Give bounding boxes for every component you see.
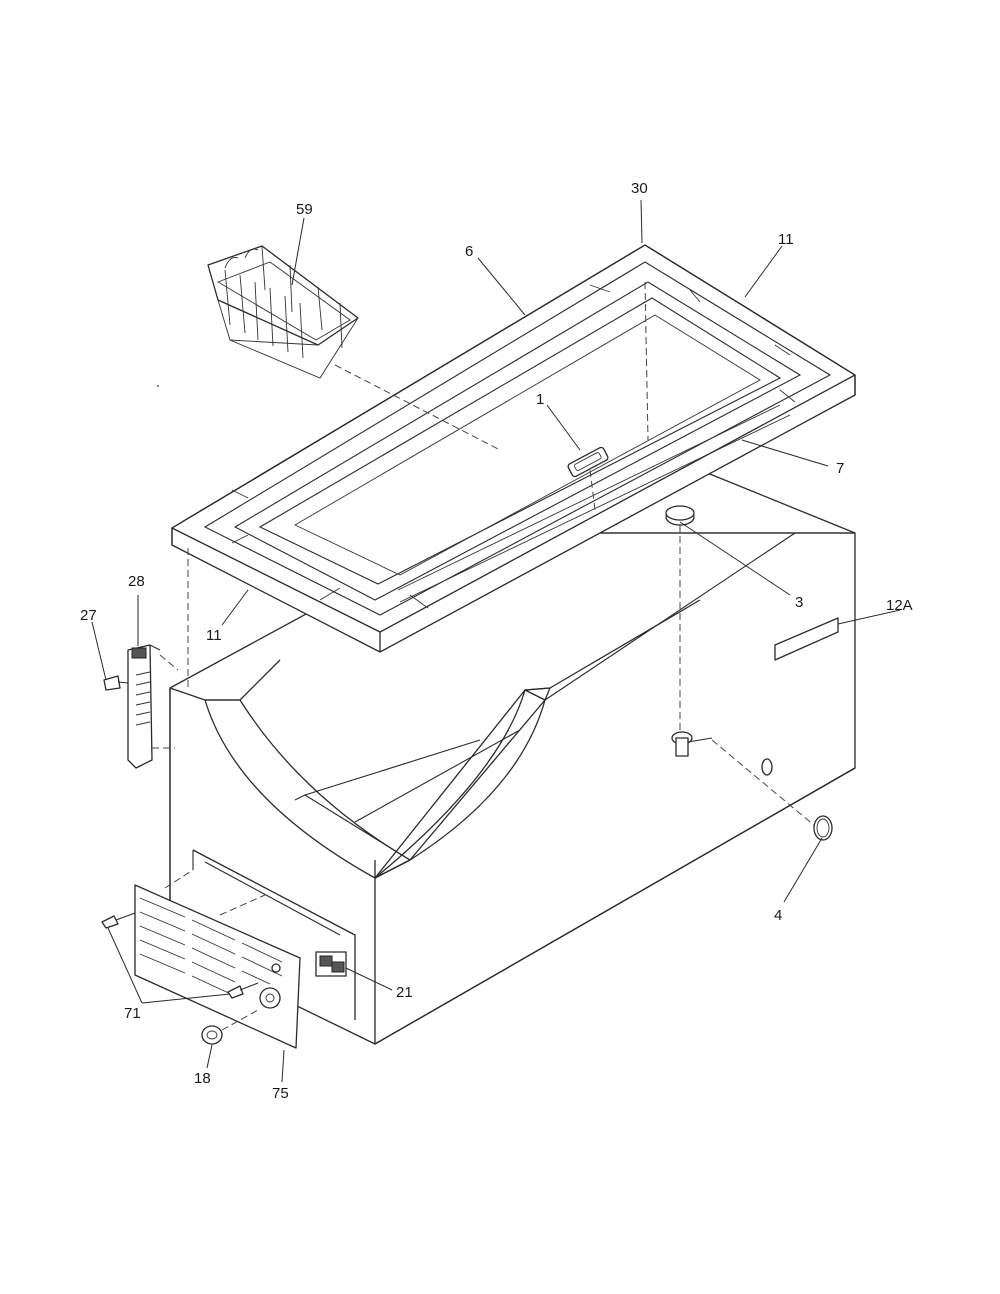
callout-27: 27 (80, 607, 97, 624)
drain-cap-part (711, 739, 833, 841)
callout-4: 4 (774, 907, 782, 924)
lid-handle-part (567, 446, 609, 511)
leader-lines (91, 199, 901, 1083)
serial-label-plate (774, 617, 839, 661)
hinge-screw-part (103, 675, 129, 691)
scan-dot (157, 385, 159, 387)
callout-3: 3 (795, 594, 803, 611)
freezer-cabinet (169, 469, 856, 1045)
kick-plate-recess (164, 849, 356, 1020)
callout-18: 18 (194, 1070, 211, 1087)
callout-6: 6 (465, 243, 473, 260)
callout-11-bottom: 11 (206, 627, 222, 644)
grille-screws-part (101, 912, 259, 999)
callout-59: 59 (296, 201, 313, 218)
switch-part (315, 951, 347, 977)
storage-basket-part (207, 245, 501, 451)
kick-plate-grille-part (134, 884, 301, 1049)
callout-7: 7 (836, 460, 844, 477)
freezer-lid (171, 244, 856, 653)
callout-28: 28 (128, 573, 145, 590)
callout-30: 30 (631, 180, 648, 197)
callout-75: 75 (272, 1085, 289, 1102)
lid-hinge-part (127, 644, 179, 769)
callout-1: 1 (536, 391, 544, 408)
callout-11-top: 11 (778, 231, 794, 248)
callout-labels: 30 11 59 6 1 7 12A 28 27 11 3 4 21 71 18… (80, 180, 913, 1102)
grille-plug-part (201, 1009, 259, 1045)
callout-21: 21 (396, 984, 413, 1001)
callout-71: 71 (124, 1005, 141, 1022)
callout-12A: 12A (886, 597, 913, 614)
drain-plug-part (665, 505, 713, 757)
